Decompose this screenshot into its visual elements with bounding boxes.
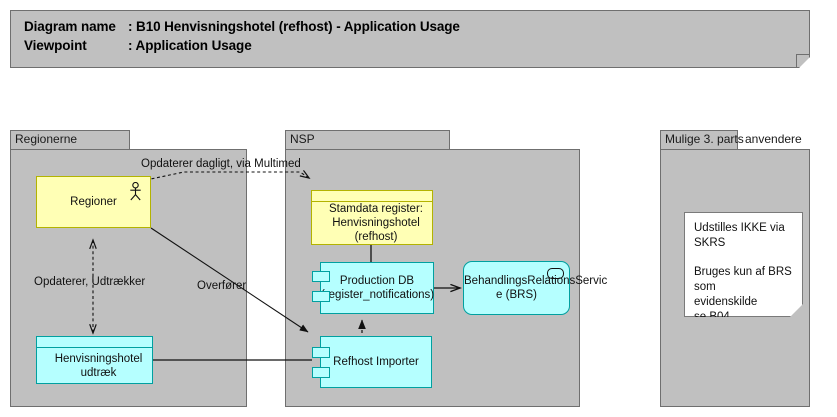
viewpoint-sep: : [128,38,136,53]
service-icon [547,268,564,279]
diagram-name-sep: : [128,19,137,34]
dataobj-divider [37,347,152,348]
node-brs-service-label: BehandlingsRelationsServic e (BRS) [464,275,608,301]
node-stamdata-register[interactable]: Stamdata register: Henvisningshotel (ref… [311,190,433,245]
note-line-2: Bruges kun af BRS som [694,266,792,293]
group-tredjeparts-label-overflow: anvendere [745,132,802,146]
diagram-title-block: Diagram name: B10 Henvisningshotel (refh… [10,10,810,68]
node-brs-service[interactable]: BehandlingsRelationsServic e (BRS) [463,261,608,315]
node-production-db[interactable]: Production DB (register_notifications) [312,262,435,314]
node-henvisningshotel-udtraek[interactable]: Henvisningshotel udtræk [36,336,153,384]
connector-label-opdaterer-udtraekker: Opdaterer, Udtrækker [34,276,146,288]
note-line-1: Udstilles IKKE via SKRS [694,222,785,249]
group-regionerne-label: Regionerne [15,132,78,146]
group-nsp-tab[interactable] [285,130,450,149]
diagram-name-key: Diagram name [24,19,116,34]
component-port-top [312,347,330,358]
component-port-top [312,271,330,282]
viewpoint-key: Viewpoint [24,38,87,53]
title-fold-corner [796,54,809,67]
node-henvisningshotel-udtraek-label: Henvisningshotel udtræk [54,352,143,379]
note-line-3: evidenskilde [694,296,758,308]
component-port-bottom [312,291,330,302]
viewpoint-value: Application Usage [135,38,252,53]
note-skrs[interactable]: Udstilles IKKE via SKRS Bruges kun af BR… [684,212,803,317]
connector-label-opdaterer-dagligt: Opdaterer dagligt, via Multimed [141,158,301,170]
node-refhost-importer[interactable]: Refhost Importer [312,336,432,388]
node-regioner[interactable]: Regioner [36,176,151,228]
viewpoint-line: Viewpoint: Application Usage [24,38,252,53]
connector-label-overfoerer: Overfører [197,280,247,292]
node-refhost-importer-label: Refhost Importer [333,356,419,368]
diagram-name-value: B10 Henvisningshotel (refhost) - Applica… [136,19,460,34]
actor-icon [130,182,141,201]
dataobj-divider [312,201,432,202]
diagram-name-line: Diagram name: B10 Henvisningshotel (refh… [24,19,460,34]
group-tredjeparts-tab[interactable] [660,130,738,149]
node-production-db-label: Production DB (register_notifications) [321,275,435,301]
group-tredjeparts-label: Mulige 3. parts [665,132,744,146]
component-port-bottom [312,367,330,378]
node-stamdata-register-label: Stamdata register: Henvisningshotel (ref… [329,203,423,243]
node-regioner-label: Regioner [70,196,117,208]
group-nsp-label: NSP [290,132,315,146]
group-regionerne-tab[interactable] [10,130,130,149]
